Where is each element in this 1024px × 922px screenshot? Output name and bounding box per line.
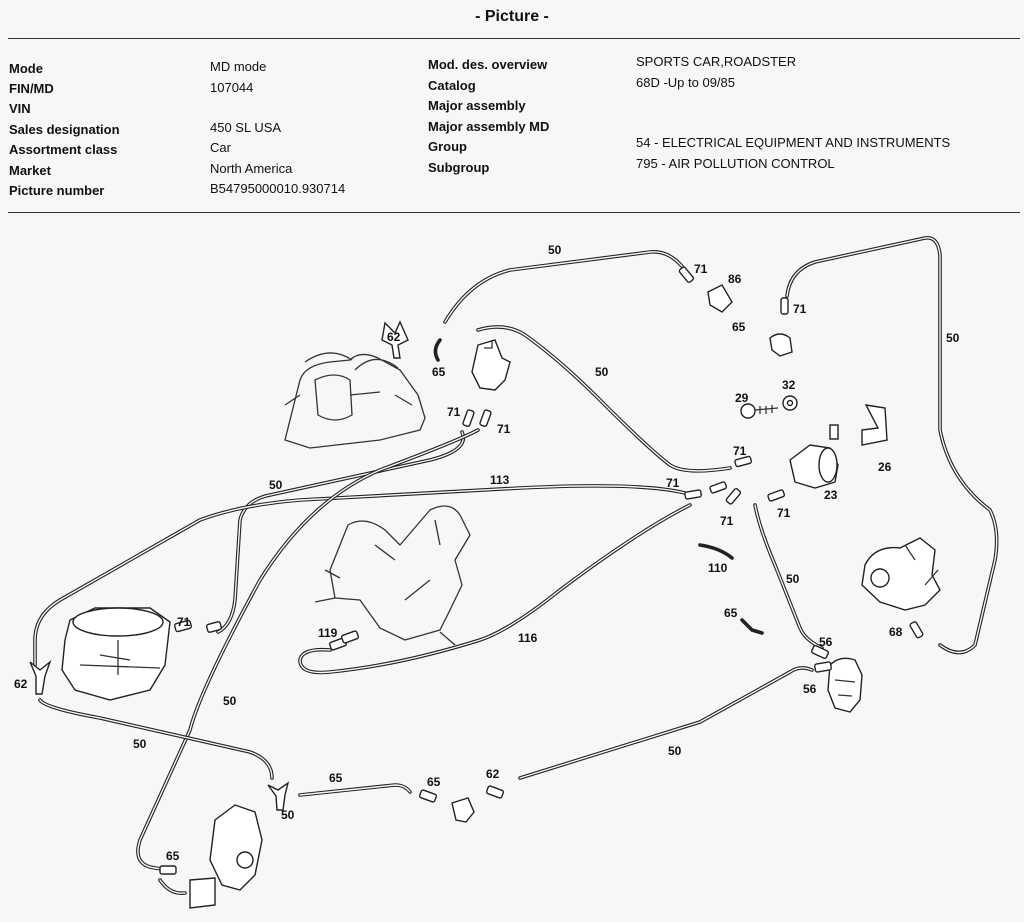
hose-50-mid	[476, 325, 732, 473]
catalog-label: Catalog	[428, 78, 476, 93]
picture-number-label: Picture number	[9, 183, 105, 198]
header-top-rule	[8, 38, 1020, 39]
valve-86-sketch	[707, 284, 733, 313]
callout-50: 50	[786, 572, 800, 586]
mode-value: MD mode	[210, 59, 267, 74]
intake-manifold-sketch	[284, 352, 426, 449]
callout-62: 62	[387, 330, 401, 344]
screw-29-sketch	[740, 403, 779, 419]
throttle-body-sketch	[61, 607, 171, 701]
callout-71: 71	[177, 615, 191, 629]
hose-50-long-down	[136, 428, 480, 872]
callout-65: 65	[166, 849, 180, 863]
sales-designation-value: 450 SL USA	[210, 120, 282, 135]
small-connectors	[29, 266, 924, 875]
callout-71: 71	[694, 262, 708, 276]
callout-71: 71	[777, 506, 791, 520]
subgroup-value: 795 - AIR POLLUTION CONTROL	[636, 156, 835, 171]
major-assembly-label: Major assembly	[428, 98, 526, 113]
mode-label: Mode	[9, 61, 43, 76]
subgroup-label: Subgroup	[428, 160, 490, 175]
callout-23: 23	[824, 488, 838, 502]
valve-71-right-sketch	[769, 333, 793, 357]
callout-113: 113	[490, 473, 510, 487]
market-value: North America	[210, 161, 293, 176]
callout-50: 50	[269, 478, 283, 492]
vacuum-hoses	[33, 236, 999, 896]
vin-label: VIN	[9, 101, 31, 116]
hose-50-bottom-right	[518, 666, 814, 780]
group-value: 54 - ELECTRICAL EQUIPMENT AND INSTRUMENT…	[636, 135, 951, 150]
callout-56: 56	[803, 682, 817, 696]
hose-113	[33, 484, 687, 667]
bracket-26-sketch	[861, 404, 888, 446]
check-valve-top-sketch	[471, 339, 511, 391]
callout-65: 65	[732, 320, 746, 334]
callout-50: 50	[595, 365, 609, 379]
hose-50-top	[443, 250, 687, 324]
hose-116	[298, 503, 692, 675]
callout-68: 68	[889, 625, 903, 639]
engine-block-sketch	[314, 505, 471, 646]
callout-65: 65	[427, 775, 441, 789]
callout-56: 56	[819, 635, 833, 649]
callout-50: 50	[281, 808, 295, 822]
callout-labels: 50 71 86 71 65 50 62 65 50 29 32 71 71 71 26 71 23 71 71 50…	[14, 243, 960, 863]
hose-50-left	[216, 430, 466, 634]
page-title: - Picture -	[475, 8, 549, 25]
header-bottom-rule	[8, 212, 1020, 213]
callout-71: 71	[733, 444, 747, 458]
major-assembly-md-label: Major assembly MD	[428, 119, 550, 134]
washer-32-sketch	[782, 395, 798, 411]
valve-56-sketch	[827, 657, 863, 713]
assortment-class-label: Assortment class	[9, 142, 118, 157]
callout-116: 116	[518, 631, 538, 645]
hose-50-right-mid	[753, 503, 824, 650]
callout-119: 119	[318, 626, 338, 640]
valve-65-bottom-sketch	[189, 804, 263, 909]
callout-71: 71	[666, 476, 680, 490]
callout-71: 71	[497, 422, 511, 436]
callout-71: 71	[447, 405, 461, 419]
catalog-value: 68D -Up to 09/85	[636, 75, 736, 90]
valve-65-mid-sketch	[451, 797, 475, 823]
parts-diagram: 50 71 86 71 65 50 62 65 50 29 32 71 71 71 26 71 23 71 71 50…	[14, 236, 999, 909]
air-pump-sketch	[861, 537, 941, 611]
callout-50: 50	[548, 243, 562, 257]
callout-29: 29	[735, 391, 749, 405]
callout-62: 62	[14, 677, 28, 691]
fin-md-value: 107044	[210, 80, 254, 95]
mod-des-overview-value: SPORTS CAR,ROADSTER	[636, 54, 797, 69]
market-label: Market	[9, 163, 51, 178]
callout-26: 26	[878, 460, 892, 474]
hose-50-tail	[158, 878, 187, 896]
callout-62: 62	[486, 767, 500, 781]
fin-md-label: FIN/MD	[9, 81, 54, 96]
assortment-class-value: Car	[210, 140, 231, 155]
callout-50: 50	[133, 737, 147, 751]
hose-50-bottom-mid	[298, 783, 412, 797]
callout-50: 50	[946, 331, 960, 345]
callout-65: 65	[432, 365, 446, 379]
sales-designation-label: Sales designation	[9, 122, 120, 137]
mod-des-overview-label: Mod. des. overview	[428, 57, 548, 72]
callout-110: 110	[708, 561, 728, 575]
hose-50-right-top	[785, 236, 999, 655]
callout-71: 71	[720, 514, 734, 528]
callout-32: 32	[782, 378, 796, 392]
callout-86: 86	[728, 272, 742, 286]
callout-50: 50	[223, 694, 237, 708]
callout-65: 65	[724, 606, 738, 620]
callout-50: 50	[668, 744, 682, 758]
group-label: Group	[428, 139, 467, 154]
hose-50-bottom-left	[38, 698, 274, 780]
switch-23-sketch	[789, 424, 839, 489]
callout-71: 71	[793, 302, 807, 316]
callout-65: 65	[329, 771, 343, 785]
picture-number-value: B54795000010.930714	[210, 181, 346, 196]
